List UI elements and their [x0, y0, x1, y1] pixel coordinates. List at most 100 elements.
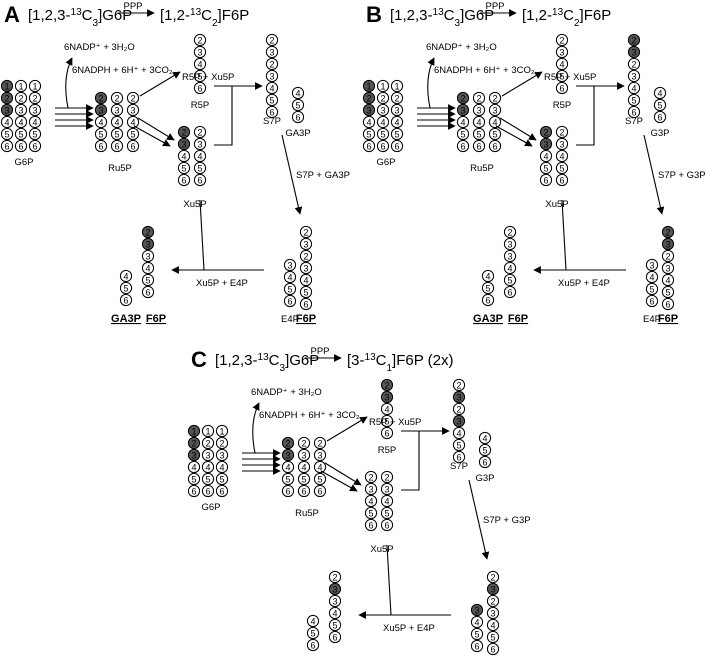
carbon-number: 6	[197, 176, 202, 186]
carbon-atom	[555, 57, 569, 71]
carbon-number: 6	[310, 641, 315, 651]
carbon-atom	[299, 297, 313, 311]
carbon-number: 2	[114, 94, 119, 104]
carbon-atom	[110, 91, 124, 105]
r5p-label: R5P	[553, 100, 571, 111]
f6p-right-label: F6P	[658, 313, 678, 325]
carbon-atom	[328, 630, 342, 644]
carbon-atom	[390, 91, 404, 105]
carbon-number: 3	[332, 585, 337, 595]
carbon-number: 6	[559, 176, 564, 186]
carbon-number: 2	[303, 252, 308, 262]
carbon-atom	[452, 402, 466, 416]
carbon-atom	[452, 438, 466, 452]
carbon-number: 4	[631, 84, 636, 94]
carbon-number: 6	[394, 142, 399, 152]
ga3p-bottom-label: GA3P	[473, 313, 503, 325]
carbon-number: 2	[380, 94, 385, 104]
carbon-number: 2	[317, 439, 322, 449]
carbon-atom	[472, 127, 486, 141]
panel-a: A[1,2,3-13C3]G6PPPP[1,2-13C2]F6P12345612…	[0, 1, 350, 325]
carbon-atom	[187, 460, 201, 474]
carbon-atom	[201, 484, 215, 498]
carbon-atom	[299, 249, 313, 263]
carbon-number: 6	[380, 142, 385, 152]
transketolase-reaction: R5P + Xu5P	[369, 417, 421, 428]
carbon-atom	[193, 161, 207, 175]
carbon-number: 6	[285, 487, 290, 497]
carbon-atom	[627, 33, 641, 47]
carbon-atom	[28, 79, 42, 93]
carbon-number: 5	[394, 130, 399, 140]
carbon-atom	[380, 390, 394, 404]
carbon-number: 3	[205, 451, 210, 461]
carbon-atom	[313, 448, 327, 462]
reaction-arrow	[643, 134, 665, 215]
carbon-number: 3	[490, 585, 495, 595]
product-label: [1,2-13C2]F6P	[160, 7, 249, 29]
carbon-number: 5	[492, 130, 497, 140]
transketolase-reaction: R5P + Xu5P	[544, 72, 596, 83]
carbon-atom	[14, 79, 28, 93]
carbon-atom	[555, 33, 569, 47]
carbon-atom	[390, 115, 404, 129]
carbon-atom	[488, 103, 502, 117]
carbon-atom	[627, 45, 641, 59]
carbon-atom	[539, 161, 553, 175]
carbon-atom	[14, 91, 28, 105]
carbon-number: 6	[384, 521, 389, 531]
carbon-number: 2	[559, 128, 564, 138]
carbon-number: 4	[482, 434, 487, 444]
carbon-atom	[94, 91, 108, 105]
ga3p-bottom-molecule: 456	[481, 269, 495, 307]
carbon-number: 2	[507, 228, 512, 238]
carbon-atom	[281, 448, 295, 462]
carbon-number: 6	[490, 645, 495, 655]
carbon-atom	[661, 273, 675, 287]
carbon-atom	[503, 225, 517, 239]
g6p-label: G6P	[376, 157, 395, 168]
carbon-number: 4	[490, 621, 495, 631]
carbon-atom	[215, 424, 229, 438]
substrate-label: [1,2,3-13C3]G6P	[390, 7, 494, 29]
carbon-atom	[488, 139, 502, 153]
carbon-number: 6	[317, 487, 322, 497]
carbon-atom	[470, 639, 484, 653]
carbon-number: 4	[4, 118, 9, 128]
carbon-atom	[661, 285, 675, 299]
carbon-atom	[0, 79, 14, 93]
carbon-number: 6	[631, 108, 636, 118]
carbon-number: 5	[205, 475, 210, 485]
carbon-number: 5	[485, 284, 490, 294]
carbon-atom	[299, 285, 313, 299]
xu5p-label: Xu5P	[370, 544, 393, 555]
carbon-atom	[281, 472, 295, 486]
f6p-bottom-label: F6P	[508, 313, 528, 325]
reaction-arrow	[501, 71, 543, 97]
second-transketolase-reaction: Xu5P + E4P	[383, 623, 435, 634]
carbon-number: 2	[394, 94, 399, 104]
carbon-number: 5	[197, 72, 202, 82]
carbon-atom	[376, 115, 390, 129]
carbon-atom	[141, 285, 155, 299]
carbon-atom	[94, 115, 108, 129]
carbon-number: 4	[332, 609, 337, 619]
carbon-number: 3	[507, 252, 512, 262]
carbon-atom	[215, 436, 229, 450]
carbon-atom	[380, 494, 394, 508]
carbon-number: 6	[460, 142, 465, 152]
carbon-number: 5	[482, 446, 487, 456]
ga3p-molecule: 456	[291, 86, 305, 124]
carbon-atom	[627, 105, 641, 119]
carbon-atom	[126, 115, 140, 129]
carbon-atom	[653, 110, 667, 124]
carbon-atom	[283, 270, 297, 284]
carbon-number: 5	[191, 475, 196, 485]
carbon-number: 2	[492, 94, 497, 104]
f6p-right-label: F6P	[296, 313, 316, 325]
xu5p-down-line	[386, 544, 392, 616]
